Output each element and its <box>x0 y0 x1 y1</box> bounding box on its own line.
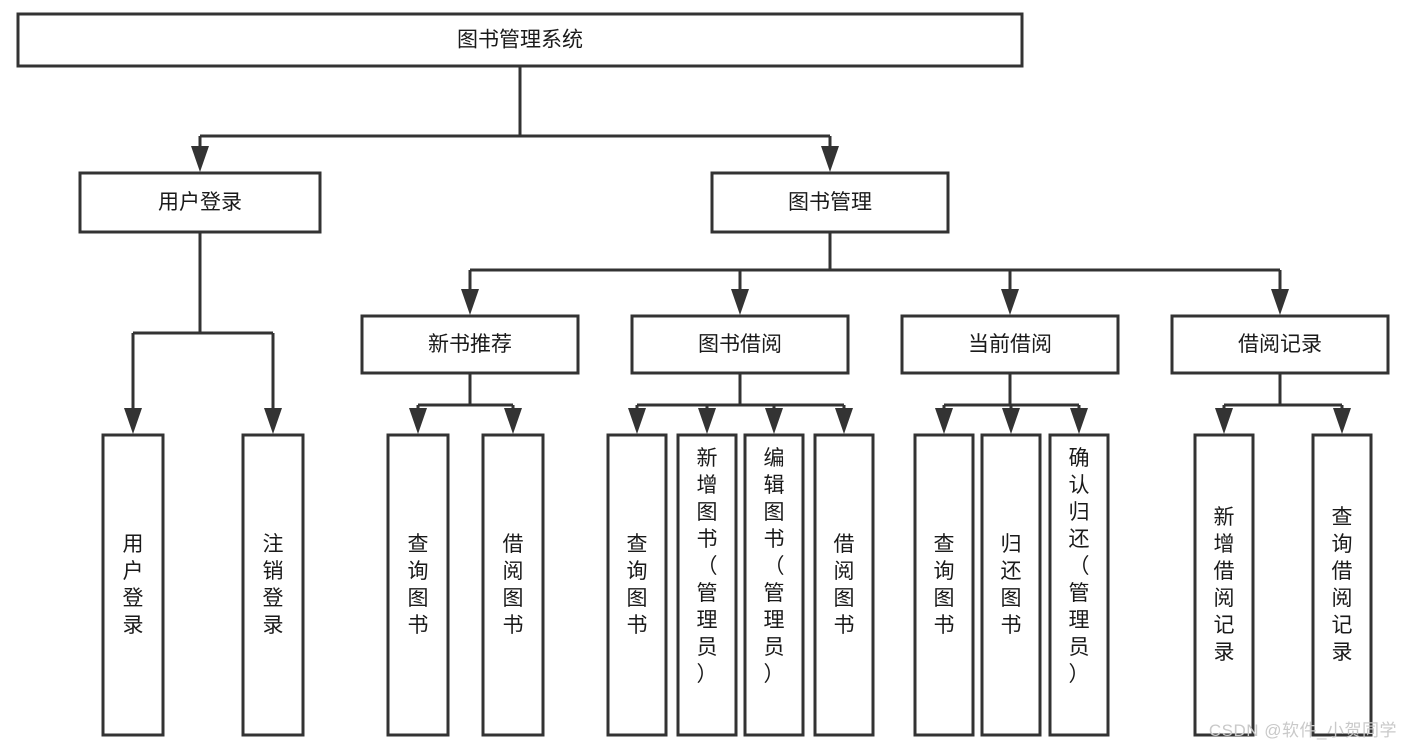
node-label-leaf-user-logout: 注销登录 <box>263 533 284 637</box>
node-box-leaf-edit-book <box>743 433 805 737</box>
node-leaf-return-book[interactable]: 归还图书 <box>980 433 1042 737</box>
node-label-borrow-record: 借阅记录 <box>1238 333 1322 356</box>
node-box-new-book-rec <box>360 314 580 375</box>
arrow-head-icon <box>409 408 427 434</box>
node-leaf-user-logout[interactable]: 注销登录 <box>241 433 305 737</box>
connector-layer <box>124 66 1351 434</box>
arrow-head-icon <box>1333 408 1351 434</box>
arrow-head-icon <box>628 408 646 434</box>
arrow-head-icon <box>1001 289 1019 315</box>
connector-current-borrow <box>935 373 1088 434</box>
node-label-leaf-return-book: 归还图书 <box>1001 533 1022 637</box>
node-box-leaf-user-login <box>101 433 165 737</box>
node-label-leaf-query-book-3: 查询图书 <box>934 533 955 637</box>
node-leaf-edit-book[interactable]: 编辑图书（管理员） <box>743 433 805 737</box>
connector-root <box>191 66 839 172</box>
node-borrow-record[interactable]: 借阅记录 <box>1170 314 1390 375</box>
connector-new-book-rec <box>409 373 522 434</box>
arrow-head-icon <box>264 408 282 434</box>
node-leaf-borrow-book-1[interactable]: 借阅图书 <box>481 433 545 737</box>
node-label-leaf-edit-book: 编辑图书（管理员） <box>764 447 785 686</box>
node-leaf-confirm-return[interactable]: 确认归还（管理员） <box>1048 433 1110 737</box>
node-user-login[interactable]: 用户登录 <box>78 171 322 234</box>
node-label-new-book-rec: 新书推荐 <box>428 333 512 356</box>
node-label-leaf-add-book: 新增图书（管理员） <box>697 447 718 686</box>
connector-borrow-record <box>1215 373 1351 434</box>
arrow-head-icon <box>1002 408 1020 434</box>
node-box-leaf-query-book-1 <box>386 433 450 737</box>
node-leaf-query-record[interactable]: 查询借阅记录 <box>1311 433 1373 737</box>
node-box-book-borrow <box>630 314 850 375</box>
node-box-leaf-query-record <box>1311 433 1373 737</box>
node-box-leaf-borrow-book-1 <box>481 433 545 737</box>
node-box-borrow-record <box>1170 314 1390 375</box>
arrow-head-icon <box>1271 289 1289 315</box>
node-box-leaf-add-record <box>1193 433 1255 737</box>
connector-book-borrow <box>628 373 853 434</box>
arrow-head-icon <box>504 408 522 434</box>
arrow-head-icon <box>821 146 839 172</box>
arrow-head-icon <box>935 408 953 434</box>
node-box-current-borrow <box>900 314 1120 375</box>
node-new-book-rec[interactable]: 新书推荐 <box>360 314 580 375</box>
arrow-head-icon <box>835 408 853 434</box>
arrow-head-icon <box>765 408 783 434</box>
node-leaf-query-book-2[interactable]: 查询图书 <box>606 433 668 737</box>
node-label-leaf-query-book-1: 查询图书 <box>408 533 429 637</box>
node-label-leaf-query-record: 查询借阅记录 <box>1332 506 1353 664</box>
node-root[interactable]: 图书管理系统 <box>16 12 1024 68</box>
arrow-head-icon <box>124 408 142 434</box>
node-label-leaf-query-book-2: 查询图书 <box>627 533 648 637</box>
node-box-leaf-confirm-return <box>1048 433 1110 737</box>
node-box-leaf-borrow-book-2 <box>813 433 875 737</box>
watermark: CSDN @软件_小贺同学 <box>1208 721 1397 740</box>
node-leaf-query-book-1[interactable]: 查询图书 <box>386 433 450 737</box>
node-label-user-login: 用户登录 <box>158 191 242 214</box>
node-box-leaf-add-book <box>676 433 738 737</box>
node-label-leaf-borrow-book-2: 借阅图书 <box>834 533 855 637</box>
node-label-current-borrow: 当前借阅 <box>968 333 1052 356</box>
node-leaf-add-book[interactable]: 新增图书（管理员） <box>676 433 738 737</box>
node-box-root <box>16 12 1024 68</box>
node-label-leaf-user-login: 用户登录 <box>123 533 144 637</box>
node-leaf-query-book-3[interactable]: 查询图书 <box>913 433 975 737</box>
node-leaf-user-login[interactable]: 用户登录 <box>101 433 165 737</box>
node-label-leaf-add-record: 新增借阅记录 <box>1214 506 1235 664</box>
node-label-book-manage: 图书管理 <box>788 191 872 214</box>
arrow-head-icon <box>1070 408 1088 434</box>
node-box-user-login <box>78 171 322 234</box>
node-leaf-borrow-book-2[interactable]: 借阅图书 <box>813 433 875 737</box>
arrow-head-icon <box>731 289 749 315</box>
node-book-manage[interactable]: 图书管理 <box>710 171 950 234</box>
node-label-root: 图书管理系统 <box>457 29 583 52</box>
arrow-head-icon <box>191 146 209 172</box>
arrow-head-icon <box>1215 408 1233 434</box>
node-layer: 图书管理系统用户登录图书管理新书推荐图书借阅当前借阅借阅记录用户登录注销登录查询… <box>16 12 1390 737</box>
node-box-leaf-return-book <box>980 433 1042 737</box>
node-box-leaf-user-logout <box>241 433 305 737</box>
node-box-book-manage <box>710 171 950 234</box>
connector-user-login <box>124 232 282 434</box>
node-label-leaf-confirm-return: 确认归还（管理员） <box>1069 447 1090 686</box>
node-book-borrow[interactable]: 图书借阅 <box>630 314 850 375</box>
node-box-leaf-query-book-3 <box>913 433 975 737</box>
connector-book-manage <box>461 232 1289 315</box>
arrow-head-icon <box>698 408 716 434</box>
node-current-borrow[interactable]: 当前借阅 <box>900 314 1120 375</box>
node-label-book-borrow: 图书借阅 <box>698 333 782 356</box>
node-leaf-add-record[interactable]: 新增借阅记录 <box>1193 433 1255 737</box>
node-box-leaf-query-book-2 <box>606 433 668 737</box>
node-label-leaf-borrow-book-1: 借阅图书 <box>503 533 524 637</box>
arrow-head-icon <box>461 289 479 315</box>
